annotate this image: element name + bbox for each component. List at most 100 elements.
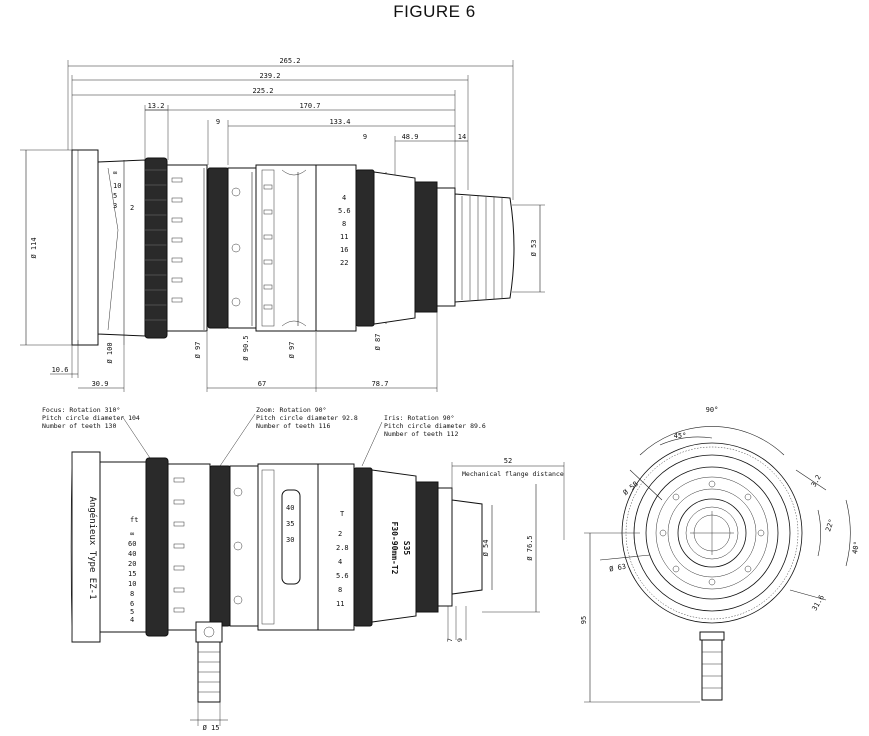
mount-holes [659,480,765,586]
iris-scale-mark: 22 [340,259,348,267]
side-front-barrel [99,461,147,633]
iris-scale-mark: 5.6 [338,207,351,215]
front-barrel [97,159,146,345]
angle-90: 90° [706,406,719,414]
side-focus-ring [145,457,169,637]
diameter-97-a: Ø 97 [194,342,202,359]
focus-scale-mark: 3 [113,202,117,210]
iris-mark: 4 [338,558,342,566]
iris-ring-gear [355,169,375,327]
focus-scale-mark: 10 [113,182,121,190]
iris-scale-mark: 16 [340,246,348,254]
iris-pitch: Pitch circle diameter 89.6 [384,422,486,430]
focus-mark: 4 [130,616,134,624]
front-support-bracket [699,631,725,641]
iris-scale-mark: 8 [342,220,346,228]
side-rear-mount [451,499,483,595]
side-iris-scale: T 2 2.8 4 5.6 8 11 [336,510,349,608]
side-rear-body [371,469,417,623]
iris-scale: 4 5.6 8 11 16 22 [338,194,351,267]
mount-flange [436,187,456,307]
dim-225-2: 225.2 [252,87,273,95]
focus-mark: 10 [128,580,136,588]
brand-text: Angénieux Type EZ-1 [87,497,98,600]
mid-barrel-2 [255,164,317,332]
mount-diameter-54: Ø 54 [482,540,490,557]
iris-mark: 11 [336,600,344,608]
dim-30-9: 30.9 [92,380,109,388]
zoom-mark: 35 [286,520,294,528]
front-support-post [701,639,723,701]
zoom-rotation: Zoom: Rotation 90° [256,406,326,414]
lens-hood [20,149,99,346]
zoom-marks: 40 35 30 [286,504,294,544]
side-zoom-ring [209,465,231,627]
zoom-window [281,489,301,585]
focus-mark: ∞ [130,530,134,538]
diameter-114: Ø 114 [30,237,38,258]
rear-body [373,171,416,325]
side-iris-ring [353,467,373,627]
iris-scale-mark: 4 [342,194,346,202]
focus-mark: 15 [128,570,136,578]
mount-ring [414,181,438,313]
small-dim-9: 9 [456,638,464,642]
dim-95: 95 [580,616,588,624]
dim-63: Ø 63 [609,563,627,574]
iris-mark: 2 [338,530,342,538]
dim-170-7: 170.7 [299,102,320,110]
zoom-pitch: Pitch circle diameter 92.8 [256,414,358,422]
side-view: Focus: Rotation 310° Pitch circle diamet… [42,406,565,732]
focus-teeth: Number of teeth 130 [42,422,116,430]
length-dimension-lines [67,60,514,200]
flange-label: Mechanical flange distance [462,470,564,478]
angle-45: 45° [674,432,687,440]
iris-scale-mark: 11 [340,233,348,241]
focus-mark: 5 [130,608,134,616]
dim-265-2: 265.2 [279,57,300,65]
side-focus-scale: ft ∞ 60 40 20 15 10 8 6 5 4 [128,516,138,624]
dim-48-9: 48.9 [402,133,419,141]
rear-mount-grip [461,196,503,300]
angle-22: 22° [824,518,836,533]
dim-9-a: 9 [216,118,220,126]
dim-13-2: 13.2 [148,102,165,110]
flange-value: 52 [504,457,512,465]
top-focus-scale: ∞ 10 5 3 2 [113,169,134,212]
side-hood [71,451,101,643]
focus-scale-mark: 2 [130,204,134,212]
zoom-teeth: Number of teeth 116 [256,422,330,430]
diameter-90-5: Ø 90.5 [242,335,250,360]
dim-67: 67 [258,380,266,388]
diameter-53: Ø 53 [530,240,538,257]
focus-ring-teeth [145,169,167,321]
rear-mount [454,193,515,303]
dim-133-4: 133.4 [329,118,350,126]
side-mount-flange [437,487,453,607]
zoom-mark: 40 [286,504,294,512]
side-zoom-barrel [229,465,259,627]
support-bracket [195,621,223,643]
focus-mark: 6 [130,600,134,608]
focus-mark: 20 [128,560,136,568]
side-iris-barrel [317,463,355,631]
front-view: 90° 45° 22° 40° Ø 58 Ø 63 3.2 31.6 95 [580,406,861,703]
focus-mark: 8 [130,590,134,598]
side-mount-ring [415,481,439,613]
dim-10-6: 10.6 [52,366,69,374]
dim-78-7: 78.7 [372,380,389,388]
zoom-mark: 30 [286,536,294,544]
mount-diameter-76-5: Ø 76.5 [526,535,534,560]
iris-mark: 5.6 [336,572,349,580]
format-text: S35 [402,541,411,556]
grip-slots [171,177,183,303]
focus-pitch: Pitch circle diameter 104 [42,414,140,422]
angle-40: 40° [851,541,861,555]
bottom-dimension-lines [50,312,438,392]
dim-9-b: 9 [363,133,367,141]
dim-3-2: 3.2 [810,474,823,489]
focus-scale-mark: 5 [113,192,117,200]
zoom-ring-gear [207,167,229,329]
focus-scale-mark: ∞ [113,169,117,177]
